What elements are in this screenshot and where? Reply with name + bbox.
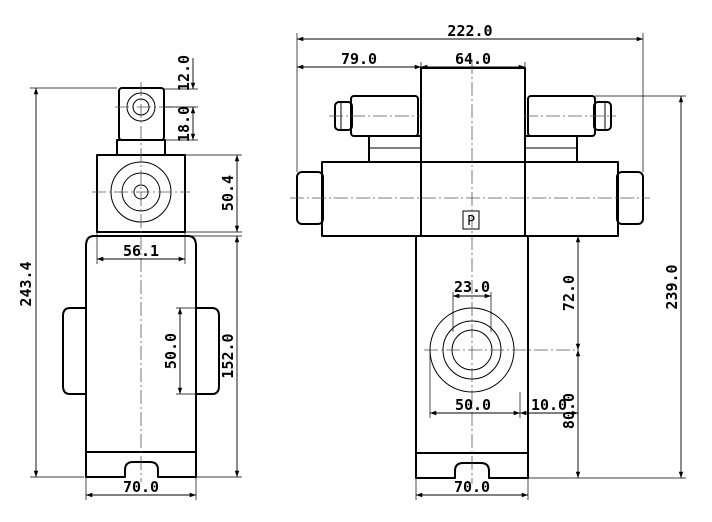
left-top-port-block — [118, 87, 165, 141]
dim-right-port-diameter: 23.0 — [454, 278, 490, 296]
dim-right-base-width: 70.0 — [454, 478, 490, 496]
dim-left-port-top: 12.0 — [175, 55, 193, 91]
left-view: 243.4 12.0 18.0 50.4 56.1 50.0 152.0 — [17, 55, 242, 500]
port-mark-box — [462, 210, 480, 230]
dim-left-base-width: 70.0 — [123, 478, 159, 496]
left-lug-right — [196, 307, 220, 395]
dim-left-body-height: 152.0 — [219, 333, 237, 378]
dim-right-solenoid-width: 79.0 — [341, 50, 377, 68]
right-connector-right — [524, 95, 612, 163]
dim-left-total-height: 243.4 — [17, 261, 35, 306]
dim-right-total-height: 239.0 — [663, 264, 681, 309]
dim-right-port-offset: 50.0 — [455, 396, 491, 414]
dim-right-port-radius-offset: 10.0 — [531, 396, 567, 414]
dim-right-overall-width: 222.0 — [447, 22, 492, 40]
dim-right-port-height: 80.0 — [560, 393, 578, 429]
left-base — [85, 452, 197, 478]
right-view: P 222.0 79.0 64.0 239.0 — [290, 22, 686, 500]
dim-right-center-width: 64.0 — [455, 50, 491, 68]
right-connector-left — [334, 95, 422, 163]
dim-left-inner-height: 50.0 — [162, 333, 180, 369]
dim-left-head-height: 50.4 — [219, 175, 237, 211]
port-mark-label: P — [467, 214, 475, 229]
left-lug-left — [62, 307, 86, 395]
dim-right-upper-height: 72.0 — [560, 275, 578, 311]
dim-left-port-height: 18.0 — [175, 106, 193, 142]
dim-left-head-width: 56.1 — [123, 242, 159, 260]
